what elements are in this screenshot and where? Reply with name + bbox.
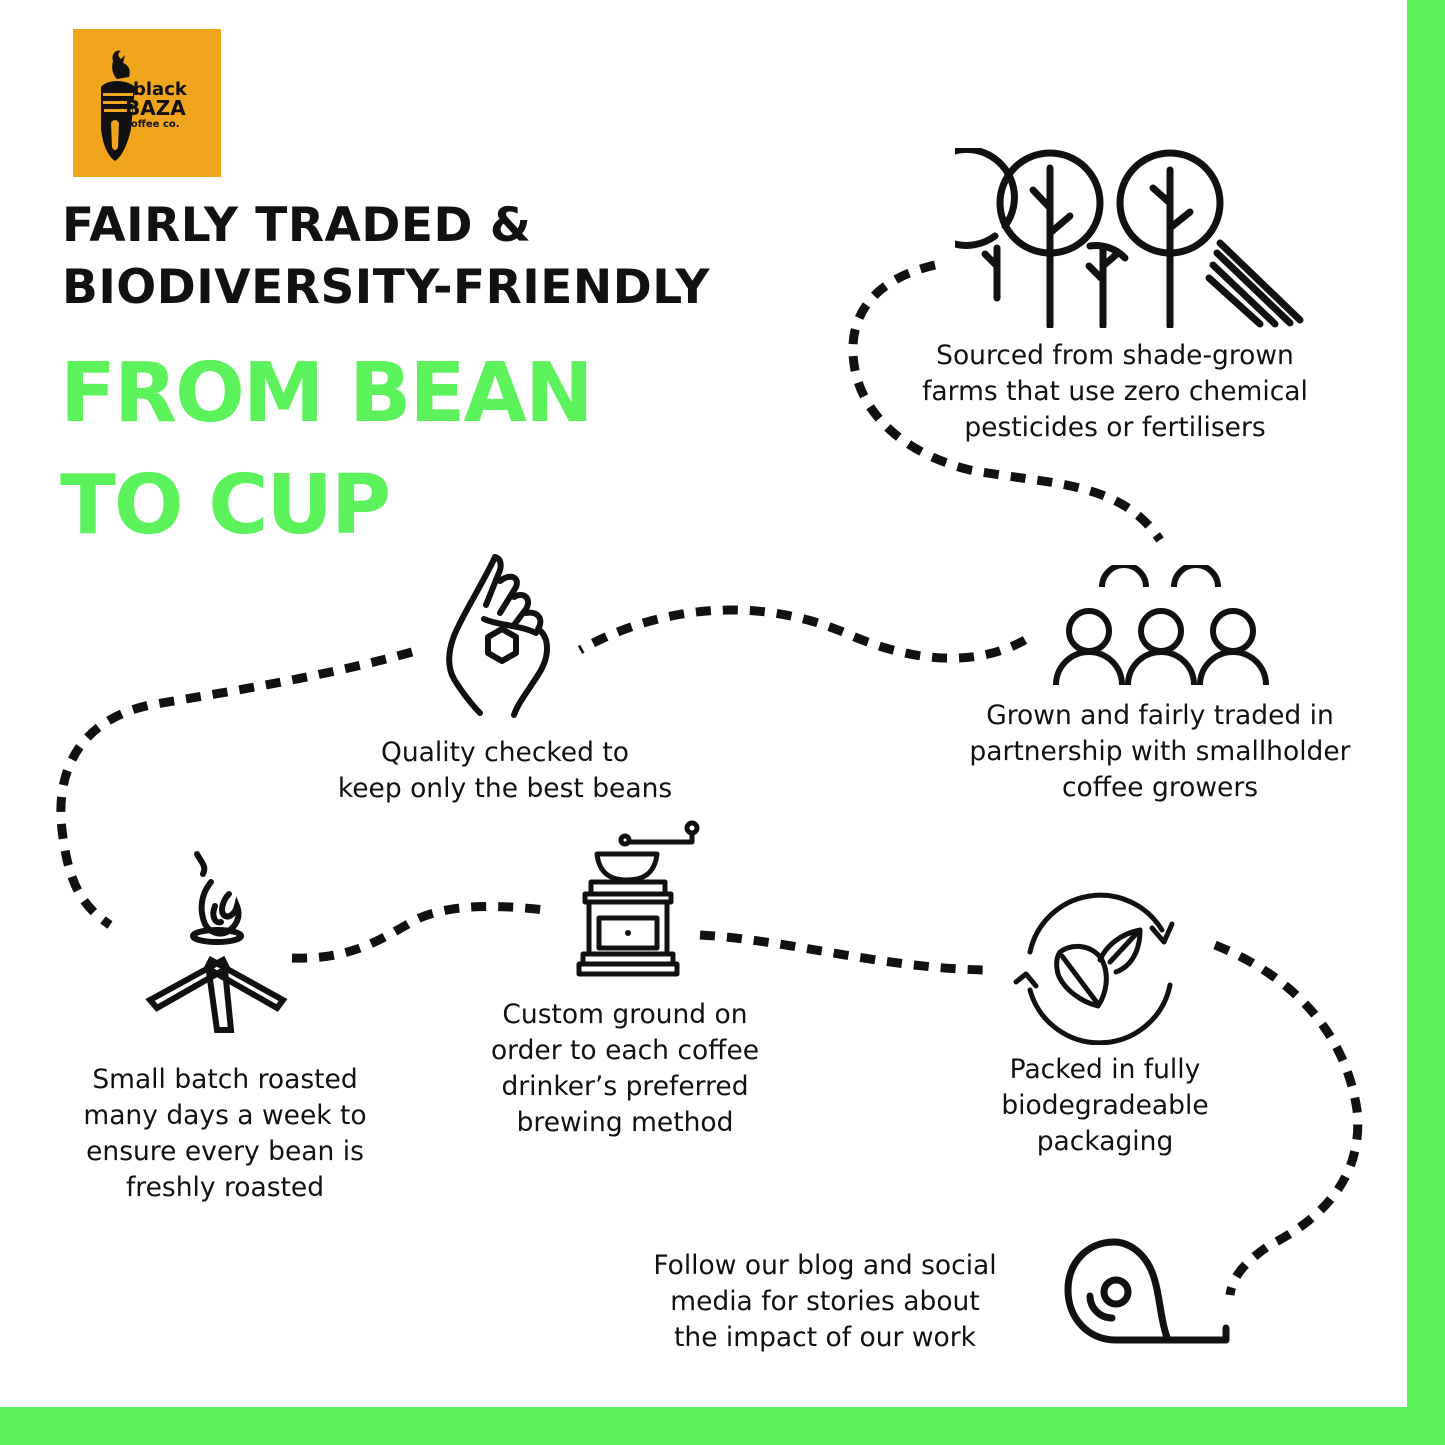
title-line-2: BIODIVERSITY-FRIENDLY [62, 260, 710, 315]
coffee-grinder-icon [575, 820, 705, 982]
trees-icon [955, 148, 1325, 328]
caption-packed-line: packaging [1036, 1126, 1174, 1157]
caption-ground-line: drinker’s preferred [501, 1071, 749, 1102]
logo-word-3: coffee co. [125, 119, 180, 130]
brand-logo: black BAZA coffee co. [73, 29, 221, 177]
page-subtitle: FROM BEAN TO CUP [60, 338, 760, 562]
caption-ground: Custom ground on order to each coffee dr… [440, 997, 810, 1141]
path-segment-6 [1213, 940, 1363, 1296]
caption-roasted-line: Small batch roasted [92, 1064, 358, 1095]
caption-quality-line: Quality checked to [381, 737, 629, 768]
green-border-bottom [0, 1407, 1445, 1445]
ok-hand-icon [440, 553, 560, 721]
caption-ground-line: brewing method [516, 1107, 734, 1138]
snail-icon [1060, 1232, 1235, 1350]
caption-grown-line: partnership with smallholder [969, 736, 1351, 767]
green-border-right [1407, 0, 1445, 1445]
caption-ground-line: order to each coffee [490, 1035, 760, 1066]
caption-grown: Grown and fairly traded in partnership w… [925, 698, 1395, 806]
cockatoo-icon: black BAZA coffee co. [73, 29, 221, 177]
path-segment-1 [848, 260, 1164, 543]
people-group-icon [1052, 565, 1272, 690]
caption-sourced-line: Sourced from shade-grown [936, 340, 1294, 371]
caption-roasted-line: freshly roasted [125, 1172, 325, 1203]
caption-ground-line: Custom ground on [502, 999, 748, 1030]
caption-quality-line: keep only the best beans [337, 773, 673, 804]
caption-follow: Follow our blog and social media for sto… [595, 1248, 1055, 1356]
logo-word-1: black [133, 79, 188, 100]
page-title: FAIRLY TRADED & BIODIVERSITY-FRIENDLY [62, 195, 762, 319]
path-segment-2 [577, 605, 1028, 663]
logo-background [73, 29, 221, 177]
caption-quality: Quality checked to keep only the best be… [290, 735, 720, 807]
caption-follow-line: media for stories about [670, 1286, 980, 1317]
caption-packed-line: Packed in fully [1009, 1054, 1201, 1085]
title-line-1: FAIRLY TRADED & [62, 198, 532, 253]
caption-follow-line: Follow our blog and social [653, 1250, 997, 1281]
caption-follow-line: the impact of our work [674, 1322, 976, 1353]
caption-packed-line: biodegradeable [1001, 1090, 1209, 1121]
campfire-icon [145, 850, 290, 1035]
caption-sourced: Sourced from shade-grown farms that use … [860, 338, 1370, 446]
caption-roasted-line: many days a week to [83, 1100, 367, 1131]
caption-grown-line: Grown and fairly traded in [986, 700, 1334, 731]
caption-roasted: Small batch roasted many days a week to … [40, 1062, 410, 1206]
caption-grown-line: coffee growers [1061, 772, 1259, 803]
subtitle-line-1: FROM BEAN [60, 346, 594, 441]
path-segment-5 [699, 930, 986, 975]
subtitle-line-2: TO CUP [60, 458, 391, 553]
caption-packed: Packed in fully biodegradeable packaging [960, 1052, 1250, 1160]
caption-sourced-line: farms that use zero chemical [922, 376, 1308, 407]
caption-roasted-line: ensure every bean is [86, 1136, 364, 1167]
path-segment-4 [291, 901, 546, 963]
caption-sourced-line: pesticides or fertilisers [964, 412, 1266, 443]
recycle-leaf-icon [1012, 890, 1182, 1045]
logo-word-2: BAZA [125, 96, 186, 120]
